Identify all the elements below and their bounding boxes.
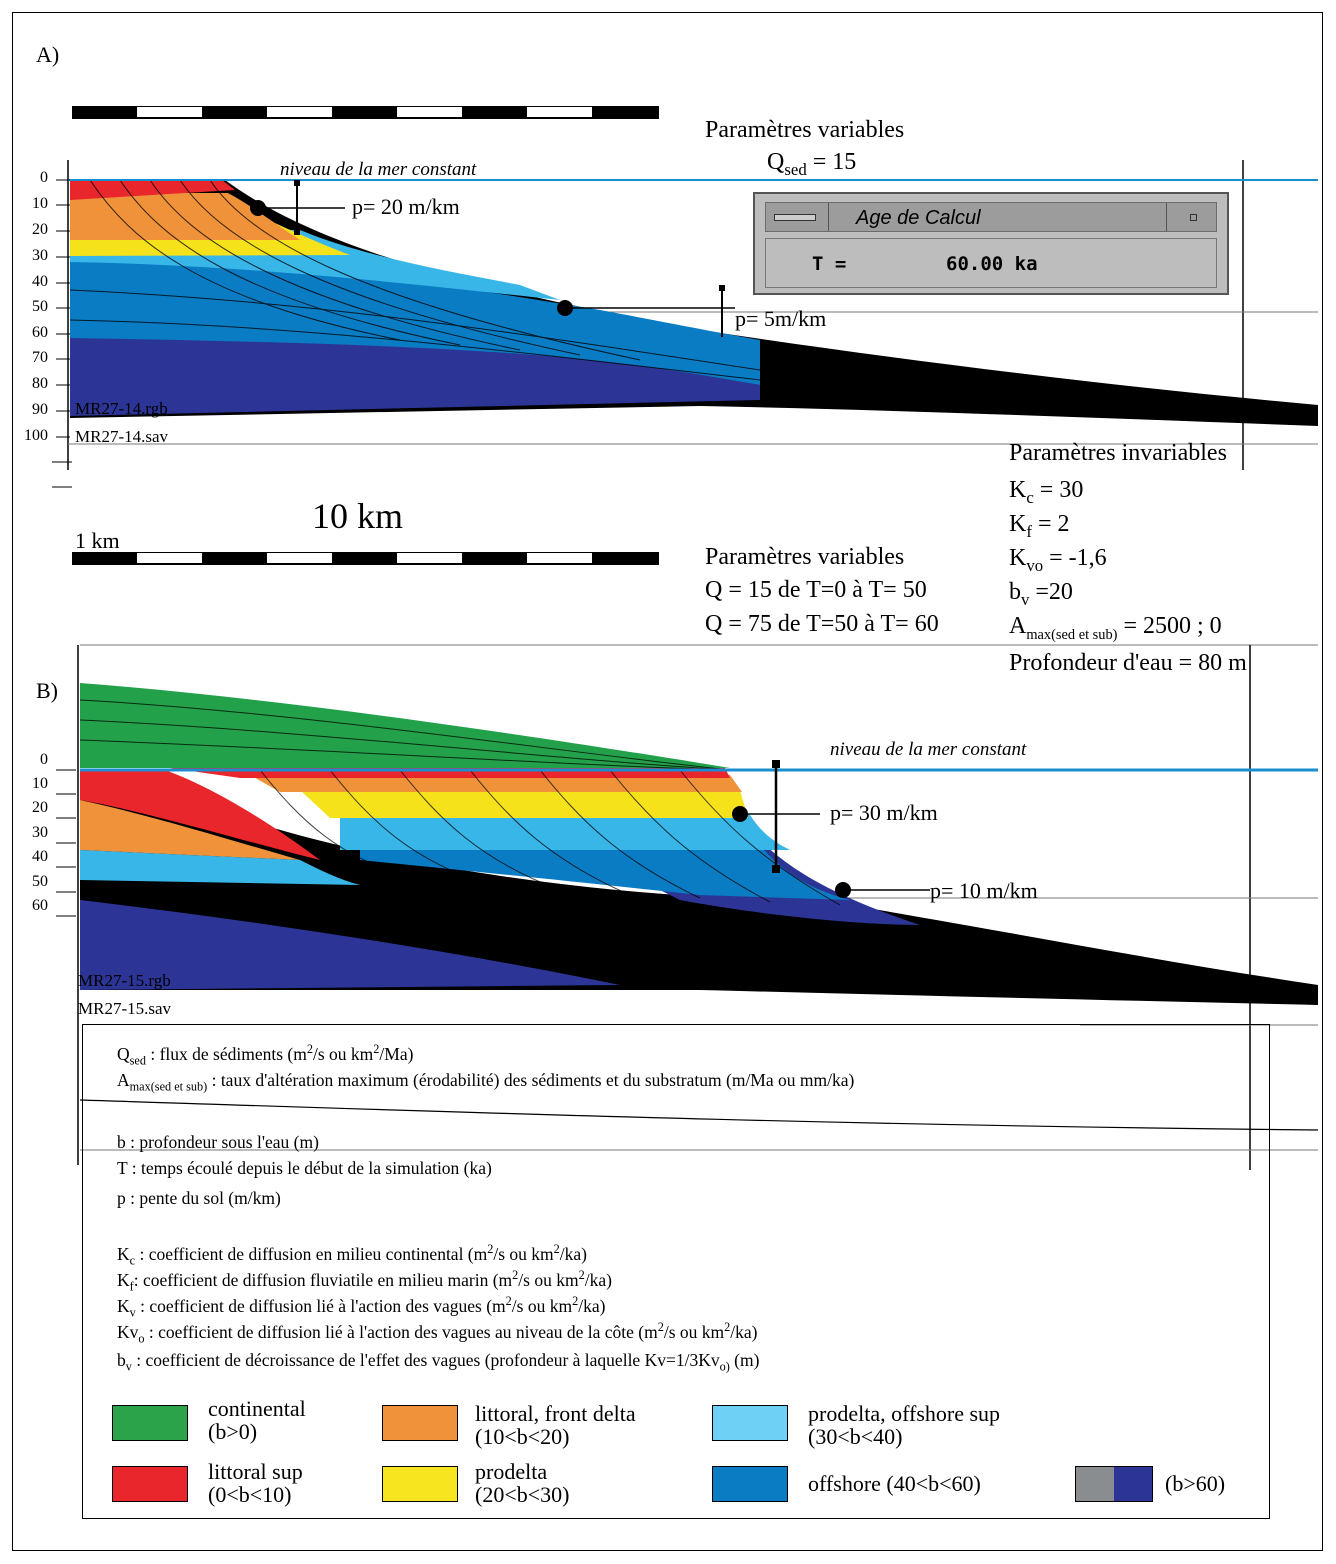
legend-swatch-prodelta-offshore — [712, 1405, 788, 1441]
depth-tick-b: 10 — [32, 775, 48, 792]
def-kf: Kf: coefficient de diffusion fluviatile … — [117, 1268, 612, 1294]
param-water-depth: Profondeur d'eau = 80 m — [1009, 650, 1247, 676]
depth-tick-b: 20 — [32, 799, 48, 816]
figure-frame — [12, 12, 1323, 1551]
panel-b-slope-2: p= 10 m/km — [930, 878, 1038, 903]
def-t: T : temps écoulé depuis le début de la s… — [117, 1158, 492, 1178]
legend-continental: continental(b>0) — [208, 1396, 306, 1445]
def-bv: bv : coefficient de décroissance de l'ef… — [117, 1350, 760, 1374]
window-minimize-icon[interactable] — [1190, 214, 1197, 221]
window-titlebar: Age de Calcul — [765, 202, 1217, 232]
legend-swatch-deep — [1075, 1466, 1153, 1502]
depth-tick-a: 80 — [32, 375, 48, 392]
def-kv: Kv : coefficient de diffusion lié à l'ac… — [117, 1294, 606, 1320]
depth-tick-b: 0 — [40, 751, 48, 768]
panel-a-file-sav: MR27-14.sav — [75, 427, 169, 446]
panel-a-label: A) — [36, 42, 60, 67]
panel-a-section — [52, 160, 1318, 488]
panel-a-qsed: Qsed = 15 — [767, 149, 857, 179]
def-qsed: Qsed : flux de sédiments (m2/s ou km2/Ma… — [117, 1042, 414, 1068]
param-kvo: Kvo = -1,6 — [1009, 545, 1107, 575]
legend-swatch-prodelta — [382, 1466, 458, 1502]
age-calcul-window: Age de Calcul T = 60.00 ka — [753, 192, 1229, 295]
legend-swatch-littoral-sup — [112, 1466, 188, 1502]
depth-tick-a: 40 — [32, 273, 48, 290]
panel-b-section — [56, 644, 1319, 1170]
legend-prodelta-offshore: prodelta, offshore sup (30<b<40) — [808, 1401, 1001, 1450]
panel-b-file-sav: MR27-15.sav — [78, 999, 172, 1018]
depth-tick-a: 50 — [32, 298, 48, 315]
panel-a-slope-1: p= 20 m/km — [352, 194, 460, 219]
panel-a-sea-level-label: niveau de la mer constant — [280, 159, 477, 180]
scale-bar-bottom — [72, 552, 659, 565]
window-body: T = 60.00 ka — [765, 238, 1217, 288]
panel-b-label: B) — [36, 678, 58, 703]
scale-big-label: 10 km — [312, 496, 404, 536]
panel-b-sea-level-label: niveau de la mer constant — [830, 739, 1027, 760]
window-var: T = — [812, 253, 847, 275]
panel-b-var-line1: Q = 15 de T=0 à T= 50 — [705, 577, 927, 603]
legend-swatch-offshore — [712, 1466, 788, 1502]
depth-tick-a: 0 — [40, 169, 48, 186]
legend-littoral-front: littoral, front delta (10<b<20) — [475, 1401, 636, 1450]
legend-littoral-sup: littoral sup(0<b<10) — [208, 1459, 303, 1508]
depth-tick-b: 50 — [32, 873, 48, 890]
param-amax: Amax(sed et sub) = 2500 ; 0 — [1009, 613, 1222, 643]
panel-b-slope-1: p= 30 m/km — [830, 800, 938, 825]
depth-tick-b: 30 — [32, 824, 48, 841]
panel-a-file-rgb: MR27-14.rgb — [75, 399, 168, 418]
def-p: p : pente du sol (m/km) — [117, 1188, 281, 1208]
depth-tick-a: 60 — [32, 324, 48, 341]
param-kc: Kc = 30 — [1009, 477, 1084, 507]
def-b: b : profondeur sous l'eau (m) — [117, 1132, 319, 1152]
depth-tick-b: 40 — [32, 848, 48, 865]
depth-tick-a: 90 — [32, 401, 48, 418]
panel-b-variable-title: Paramètres variables — [705, 544, 905, 570]
depth-tick-a: 100 — [24, 427, 48, 444]
param-bv: bv =20 — [1009, 579, 1073, 609]
param-kf: Kf = 2 — [1009, 511, 1070, 541]
window-menu-icon[interactable] — [774, 214, 816, 221]
window-title: Age de Calcul — [856, 207, 981, 229]
legend-offshore: offshore (40<b<60) — [808, 1471, 981, 1496]
invariable-title: Paramètres invariables — [1009, 440, 1227, 466]
scale-bar-top — [72, 106, 659, 119]
panel-b-var-line2: Q = 75 de T=50 à T= 60 — [705, 611, 939, 637]
legend-swatch-continental — [112, 1405, 188, 1441]
legend-deep: (b>60) — [1165, 1471, 1226, 1496]
def-kvo: Kvo : coefficient de diffusion lié à l'a… — [117, 1320, 758, 1346]
def-kc: Kc : coefficient de diffusion en milieu … — [117, 1242, 588, 1268]
panel-a-slope-2: p= 5m/km — [735, 306, 827, 331]
depth-tick-b: 60 — [32, 897, 48, 914]
legend-box — [82, 1024, 1270, 1519]
depth-tick-a: 30 — [32, 247, 48, 264]
def-amax: Amax(sed et sub) : taux d'altération max… — [117, 1070, 855, 1094]
legend-prodelta: prodelta(20<b<30) — [475, 1459, 570, 1508]
scale-small-label: 1 km — [75, 528, 120, 553]
depth-tick-a: 10 — [32, 195, 48, 212]
legend-swatch-littoral-front — [382, 1405, 458, 1441]
depth-tick-a: 20 — [32, 221, 48, 238]
window-value: 60.00 ka — [946, 253, 1038, 275]
depth-tick-a: 70 — [32, 349, 48, 366]
panel-a-variable-title: Paramètres variables — [705, 117, 905, 143]
panel-b-file-rgb: MR27-15.rgb — [78, 971, 171, 990]
